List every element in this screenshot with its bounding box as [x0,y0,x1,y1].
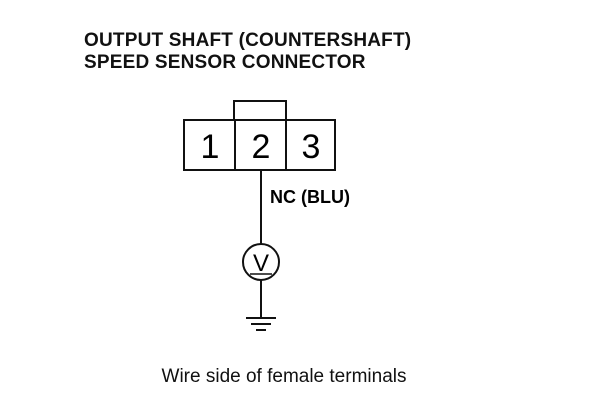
title-line-1: OUTPUT SHAFT (COUNTERSHAFT) [84,30,412,51]
terminal-2-label: 2 [252,128,271,166]
title-line-2: SPEED SENSOR CONNECTOR [84,52,366,73]
connector-housing [183,119,336,171]
diagram-caption: Wire side of female terminals [161,366,407,387]
ground-icon [246,317,276,331]
terminal-3-label: 3 [302,128,321,166]
diagram-title: OUTPUT SHAFT (COUNTERSHAFT) SPEED SENSOR… [84,30,411,74]
voltmeter-symbol: V [253,250,269,277]
wire-color-label: NC (BLU) [270,187,350,207]
connector-lock-tab [233,100,287,120]
terminal-1-label: 1 [201,128,220,166]
